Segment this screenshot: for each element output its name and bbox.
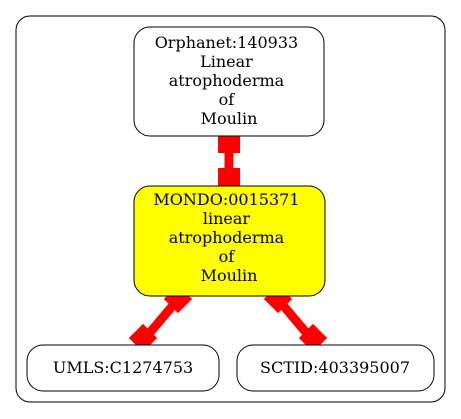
node-label-line: of xyxy=(219,90,236,109)
node-label-line: MONDO:0015371 xyxy=(153,190,299,209)
node-label-line: Moulin xyxy=(201,266,258,285)
svg-text:MONDO:0015371 linear: MONDO:0015371 linear atrophoderma of Mou… xyxy=(153,190,304,285)
node-sctid[interactable]: SCTID:403395007 xyxy=(236,344,435,392)
node-box xyxy=(133,26,325,137)
node-label-line: linear xyxy=(203,209,251,228)
node-label-line: Orphanet:140933 xyxy=(155,33,299,52)
node-mondo[interactable]: MONDO:0015371 linear atrophoderma of Mou… xyxy=(133,185,326,297)
svg-text:SCTID:403395007: SCTID:403395007 xyxy=(260,358,410,377)
node-umls[interactable]: UMLS:C1274753 xyxy=(26,344,220,392)
node-label-line: UMLS:C1274753 xyxy=(53,358,193,377)
node-label-line: Linear xyxy=(200,52,253,71)
node-label-line: of xyxy=(219,247,236,266)
svg-text:UMLS:C1274753: UMLS:C1274753 xyxy=(53,358,193,377)
node-box xyxy=(133,185,326,297)
node-label-line: SCTID:403395007 xyxy=(260,358,410,377)
node-orphanet[interactable]: Orphanet:140933 Linear atrophoderma of M… xyxy=(133,26,325,137)
node-label-line: atrophoderma xyxy=(169,228,285,247)
svg-text:Orphanet:140933 Linear: Orphanet:140933 Linear atrophoderma of M… xyxy=(155,33,304,128)
node-label-line: Moulin xyxy=(201,109,258,128)
edge-end-marker xyxy=(218,168,240,190)
node-label-line: atrophoderma xyxy=(169,71,285,90)
node-box xyxy=(236,344,435,392)
node-box xyxy=(26,344,220,392)
